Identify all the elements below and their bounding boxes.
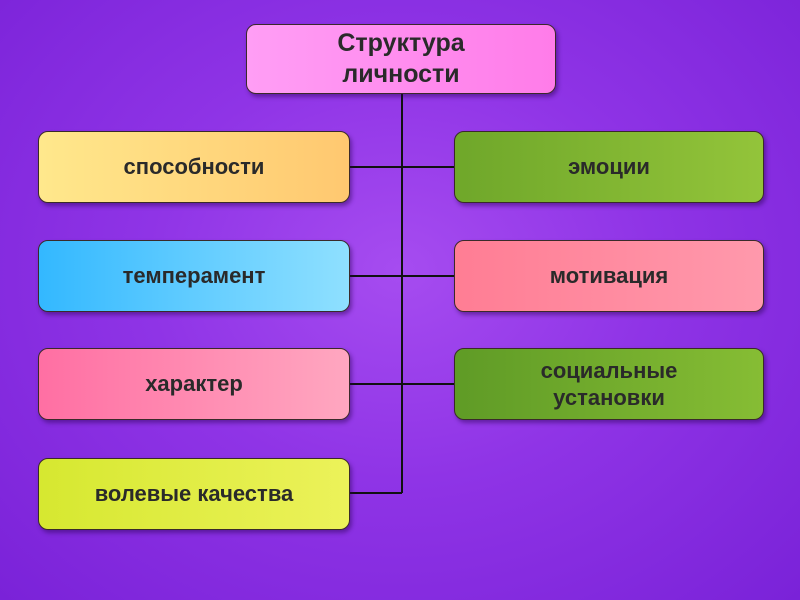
box-volitional-qualities: волевые качества — [38, 458, 350, 530]
title-text: Структура личности — [337, 28, 465, 88]
box-social-attitudes: социальные установки — [454, 348, 764, 420]
motivation-label: мотивация — [549, 263, 669, 289]
character-label: характер — [145, 371, 243, 397]
emotions-label: эмоции — [568, 154, 650, 180]
temperament-label: темперамент — [122, 263, 266, 289]
box-motivation: мотивация — [454, 240, 764, 312]
social-attitudes-label: социальные установки — [540, 357, 678, 411]
box-abilities: способности — [38, 131, 350, 203]
box-temperament: темперамент — [38, 240, 350, 312]
abilities-label: способности — [123, 154, 265, 180]
title-box: Структура личности — [246, 24, 556, 94]
box-character: характер — [38, 348, 350, 420]
volitional-qualities-label: волевые качества — [94, 481, 294, 507]
box-emotions: эмоции — [454, 131, 764, 203]
